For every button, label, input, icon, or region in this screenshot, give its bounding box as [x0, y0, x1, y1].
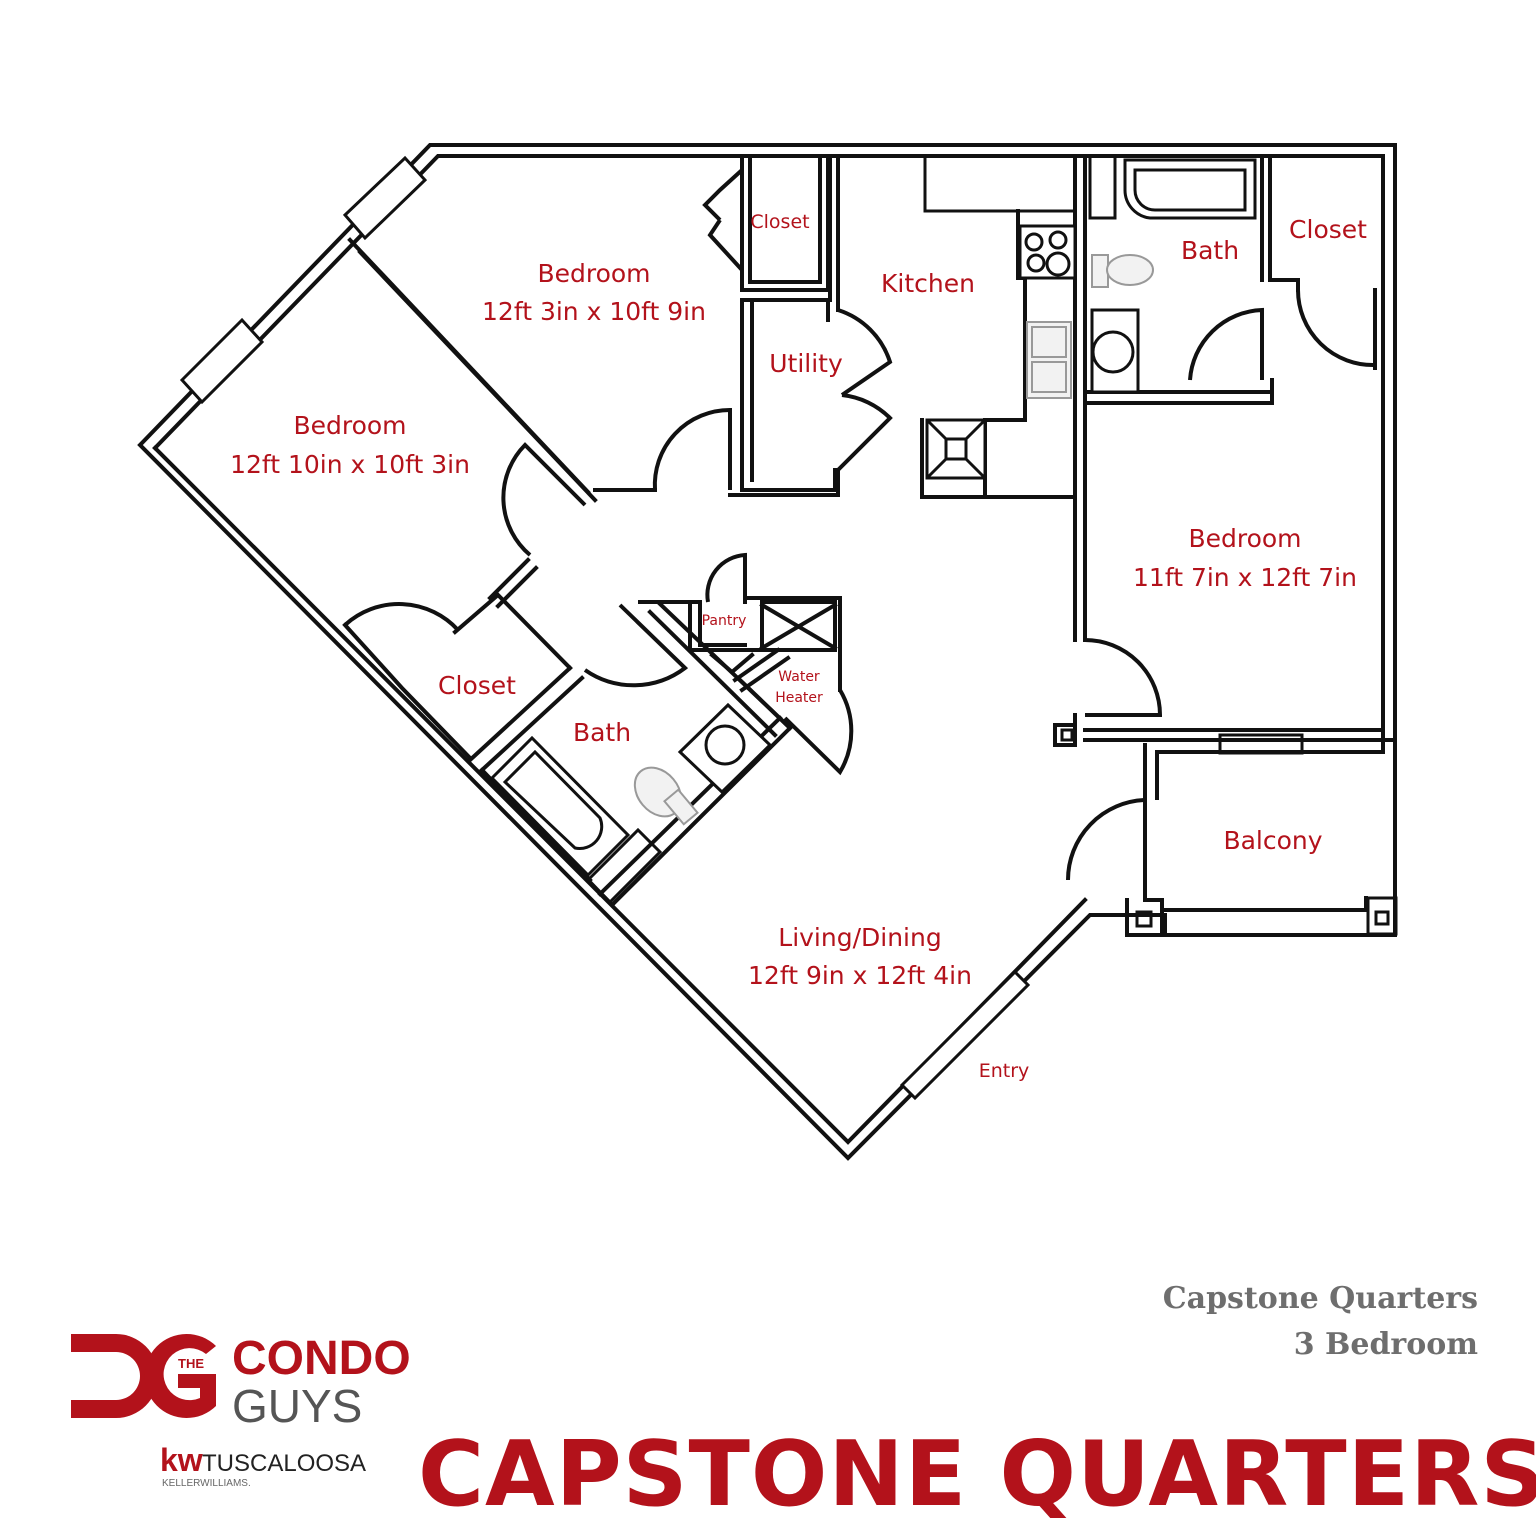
bedroom-left-size: 12ft 10in x 10ft 3in — [230, 450, 470, 479]
fridge — [925, 418, 987, 480]
bedroom-top-size: 12ft 3in x 10ft 9in — [482, 297, 706, 326]
entry-label: Entry — [979, 1060, 1030, 1082]
kw-tuscaloosa: TUSCALOOSA — [202, 1450, 366, 1477]
logo-g-mark — [144, 1334, 216, 1418]
plan-caption: Capstone Quarters 3 Bedroom — [1163, 1276, 1478, 1368]
closet-top-label: Closet — [750, 211, 809, 233]
water-heater-label-2: Heater — [775, 690, 823, 706]
interior-walls — [342, 154, 1398, 937]
bath-left-label: Bath — [573, 718, 631, 747]
page-title: CAPSTONE QUARTERS — [418, 1422, 1536, 1527]
toilet-left — [633, 766, 699, 826]
caption-line-2: 3 Bedroom — [1293, 1327, 1478, 1362]
kw-mark: kw — [160, 1442, 203, 1478]
caption-line-1: Capstone Quarters — [1162, 1281, 1478, 1316]
logo-condo: CONDO — [232, 1332, 411, 1385]
bedroom-right-name: Bedroom — [1188, 524, 1301, 553]
balcony-label: Balcony — [1223, 826, 1322, 855]
closet-left-label: Closet — [438, 671, 516, 700]
stove — [1018, 224, 1077, 280]
doors — [343, 168, 1376, 881]
kw-keller-williams: KELLERWILLIAMS. — [162, 1478, 251, 1489]
condo-guys-logo: THE CONDO GUYS kw TUSCALOOSA KELLERWILLI… — [71, 1332, 411, 1489]
bathtub-left — [489, 735, 631, 878]
logo-guys: GUYS — [232, 1380, 362, 1432]
pantry-label: Pantry — [702, 613, 747, 629]
toilet-right — [1091, 254, 1154, 288]
bedroom-right-size: 11ft 7in x 12ft 7in — [1133, 563, 1357, 592]
living-name: Living/Dining — [778, 923, 941, 952]
bedroom-left-name: Bedroom — [293, 411, 406, 440]
water-heater-label-1: Water — [778, 669, 820, 685]
logo-the: THE — [178, 1356, 204, 1371]
room-labels: Bedroom 12ft 3in x 10ft 9in Bedroom 12ft… — [230, 211, 1367, 1082]
bath-right-label: Bath — [1181, 236, 1239, 265]
logo-d-mark — [71, 1334, 158, 1418]
utility-label: Utility — [769, 349, 843, 378]
fixtures — [489, 158, 1257, 878]
sink-left — [677, 702, 773, 795]
bedroom-top-name: Bedroom — [537, 259, 650, 288]
closet-right-label: Closet — [1289, 215, 1367, 244]
windows — [179, 155, 1304, 1101]
kitchen-sink — [1026, 321, 1072, 399]
living-size: 12ft 9in x 12ft 4in — [748, 961, 972, 990]
kitchen-label: Kitchen — [881, 269, 975, 298]
